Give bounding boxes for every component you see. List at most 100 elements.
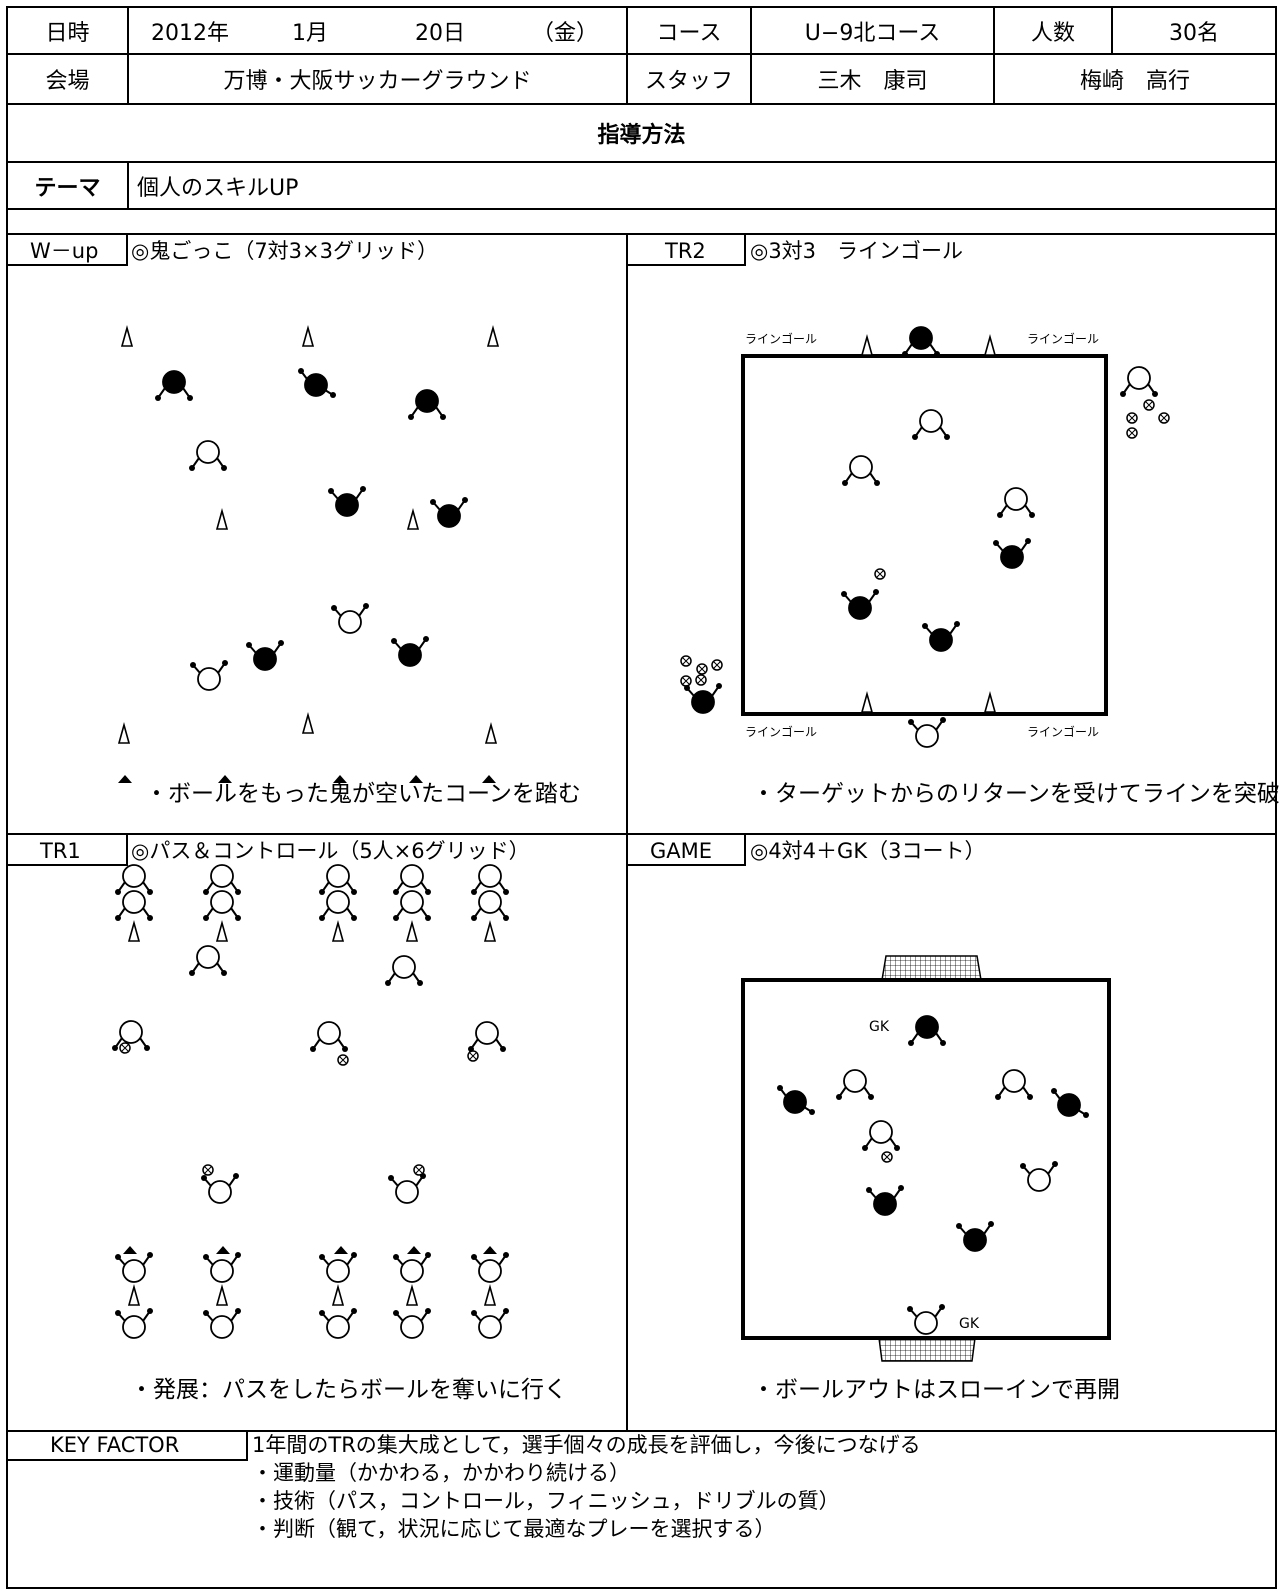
cone-icon [120, 325, 134, 347]
cone-icon [860, 334, 874, 356]
player-light-icon [995, 1069, 1033, 1100]
player-dark-icon [841, 589, 879, 620]
player-light-icon [310, 1021, 348, 1052]
course-value: U−9北コース [804, 20, 941, 46]
ball-icon [119, 1042, 131, 1054]
player-light-icon [319, 864, 357, 895]
wup-diagram [117, 325, 500, 744]
wup-tag-box [8, 235, 128, 266]
player-light-icon [471, 1252, 509, 1283]
player-light-icon [471, 890, 509, 921]
tr1-tag-box [8, 835, 128, 866]
cone-icon [215, 508, 229, 530]
ball-icon [202, 1164, 214, 1176]
player-light-icon [203, 890, 241, 921]
gk-label: GK [869, 1019, 890, 1035]
player-light-icon [115, 890, 153, 921]
player-light-icon [471, 1308, 509, 1339]
ball-icon [1126, 412, 1138, 424]
ball-icon [874, 568, 886, 580]
ball-icon [696, 663, 708, 675]
player-light-icon [907, 1304, 945, 1335]
line-goal-label: ラインゴール [745, 725, 818, 739]
player-light-icon [1020, 1161, 1058, 1192]
player-dark-icon [922, 621, 960, 652]
cone-icon [483, 1284, 497, 1306]
wup-note: ・ボールをもった鬼が空いたコーンを踏む [145, 781, 581, 807]
date-day: 20日 [415, 20, 465, 46]
people-label: 人数 [1030, 20, 1075, 46]
player-light-icon [115, 864, 153, 895]
flat-marker-icon [483, 1246, 497, 1254]
player-light-icon [836, 1069, 874, 1100]
cone-icon [484, 722, 498, 744]
player-light-icon [908, 717, 946, 748]
cone-icon [127, 920, 141, 942]
people-value: 30名 [1169, 20, 1219, 46]
method-title: 指導方法 [597, 123, 686, 148]
player-light-icon [385, 955, 423, 986]
goal-net-top [881, 955, 982, 981]
player-light-icon [201, 1173, 239, 1204]
player-dark-icon [1051, 1088, 1089, 1118]
venue-label: 会場 [45, 69, 90, 94]
date-year: 2012年 [151, 20, 229, 46]
cone-icon [486, 325, 500, 347]
staff-name-2: 梅崎 高行 [1079, 69, 1190, 94]
gk-label: GK [959, 1316, 980, 1332]
venue-value: 万博・大阪サッカーグラウンド [223, 69, 532, 94]
player-dark-icon [866, 1185, 904, 1216]
tr1-title: ◎パス＆コントロール（5人×6グリッド） [131, 839, 530, 863]
player-light-icon [842, 455, 880, 486]
keyfactor-item: ・技術（パス，コントロール，フィニッシュ，ドリブルの質） [252, 1489, 840, 1513]
player-light-icon [189, 945, 227, 976]
game-diagram [741, 955, 1111, 1362]
ball-icon [695, 674, 707, 686]
cone-icon [405, 920, 419, 942]
cone-icon [301, 325, 315, 347]
player-dark-icon [908, 1015, 946, 1046]
date-month: 1月 [292, 20, 328, 46]
flat-marker-icon [118, 775, 132, 783]
player-light-icon [203, 1252, 241, 1283]
cone-icon [860, 691, 874, 713]
player-dark-icon [684, 683, 722, 714]
player-light-icon [1120, 366, 1158, 397]
cone-icon [983, 691, 997, 713]
player-light-icon [319, 1252, 357, 1283]
tr2-tag: TR2 [665, 239, 706, 263]
tr2-note: ・ターゲットからのリターンを受けてラインを突破 [752, 781, 1280, 807]
ball-icon [1158, 412, 1170, 424]
date-weekday: （金） [531, 20, 598, 46]
player-light-icon [319, 890, 357, 921]
player-dark-icon [430, 497, 468, 528]
ball-icon [711, 659, 723, 671]
player-light-icon [112, 1020, 150, 1051]
ball-icon [680, 655, 692, 667]
keyfactor-tag: KEY FACTOR [50, 1433, 180, 1457]
cone-icon [483, 920, 497, 942]
staff-name-1: 三木 康司 [817, 69, 928, 94]
game-tag-box [628, 835, 746, 866]
ball-icon [680, 675, 692, 687]
player-dark-icon [328, 486, 366, 517]
player-dark-icon [155, 370, 193, 401]
game-title: ◎4対4＋GK（3コート） [750, 839, 986, 863]
flat-marker-icon [218, 775, 232, 783]
flat-marker-icon [216, 1246, 230, 1254]
player-light-icon [203, 1308, 241, 1339]
tr2-pitch [741, 354, 1108, 716]
player-light-icon [393, 1252, 431, 1283]
player-light-icon [189, 440, 227, 471]
player-dark-icon [777, 1085, 815, 1115]
cone-icon [331, 920, 345, 942]
tr2-title: ◎3対3 ラインゴール [750, 239, 964, 263]
player-dark-icon [993, 538, 1031, 569]
player-dark-icon [408, 389, 446, 420]
line-goal-label: ラインゴール [745, 332, 818, 346]
cone-icon [215, 920, 229, 942]
player-light-icon [190, 660, 228, 691]
keyfactor-tag-box [8, 1432, 248, 1461]
goal-net-bottom [878, 1337, 976, 1362]
